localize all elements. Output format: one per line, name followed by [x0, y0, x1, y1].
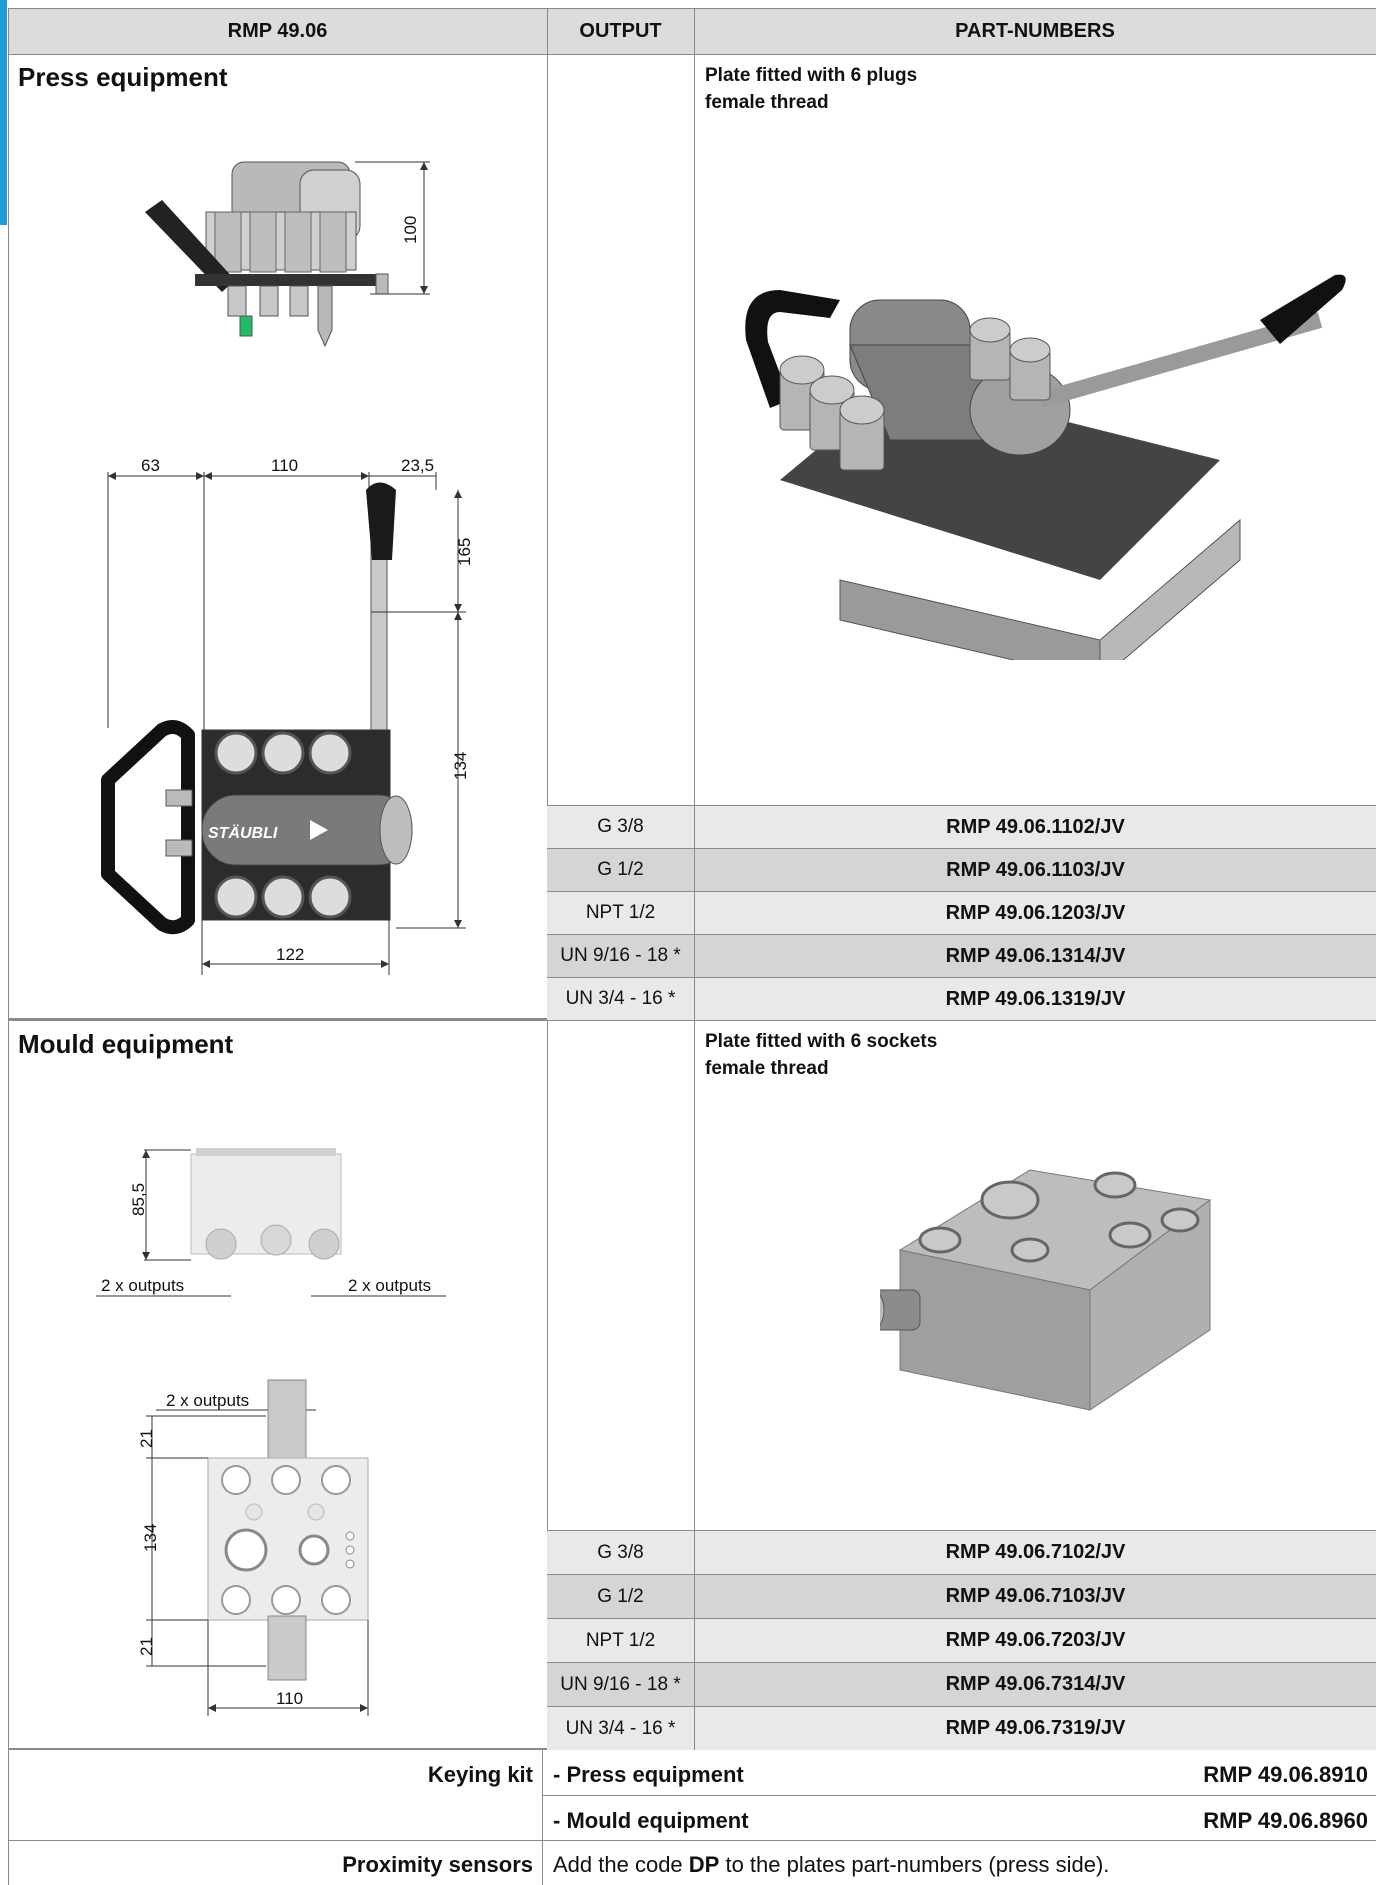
header-part-numbers: PART-NUMBERS	[694, 8, 1376, 55]
press-plate-desc-line2: female thread	[705, 92, 829, 113]
page-accent-bar	[0, 0, 7, 225]
mould-row-part-number-cell: RMP 49.06.7319/JV	[694, 1706, 1376, 1750]
press-row-output-cell: NPT 1/2	[547, 891, 694, 934]
press-dim-a: 63	[141, 456, 160, 475]
press-dim-b: 110	[271, 456, 298, 475]
proximity-sensors-label: Proximity sensors	[342, 1852, 533, 1877]
mould-plate-desc-line2: female thread	[705, 1058, 829, 1079]
mould-dim-width: 110	[276, 1689, 303, 1708]
mould-label-right-outputs: 2 x outputs	[348, 1276, 431, 1295]
keying-kit-label: Keying kit	[427, 1762, 533, 1787]
press-section-title: Press equipment	[18, 62, 228, 92]
press-row-part-number-cell: RMP 49.06.1314/JV	[694, 934, 1376, 977]
keying-mould-part: RMP 49.06.8960	[1203, 1808, 1368, 1833]
press-dim-body: 134	[451, 752, 470, 780]
press-brand-logo: STÄUBLI	[208, 824, 278, 842]
footer-row-line-2	[8, 1840, 1376, 1841]
press-row-part-number-cell: RMP 49.06.1103/JV	[694, 848, 1376, 891]
press-front-drawing: 63 110 23,5 STÄUBLI 165 134 122	[101, 456, 474, 975]
mould-plate-desc-line1: Plate fitted with 6 sockets	[705, 1031, 938, 1052]
press-dim-height: 100	[401, 216, 420, 244]
proximity-sensors-text: Add the code DP to the plates part-numbe…	[553, 1852, 1109, 1878]
press-row-output-cell: G 1/2	[547, 848, 694, 891]
keying-press-label: - Press equipment	[553, 1762, 744, 1787]
mould-dim-height: 85,5	[129, 1183, 148, 1216]
prox-pre: Add the code	[553, 1852, 689, 1877]
header-product: RMP 49.06	[8, 8, 547, 55]
press-dim-c: 23,5	[401, 456, 434, 475]
header-output: OUTPUT	[547, 8, 694, 55]
table-left-border	[8, 8, 9, 1885]
mould-row-output-cell: UN 3/4 - 16 *	[547, 1706, 694, 1750]
press-row-part-number-cell: RMP 49.06.1319/JV	[694, 977, 1376, 1020]
mould-section-title: Mould equipment	[18, 1029, 234, 1059]
press-row-part-number-cell: RMP 49.06.1203/JV	[694, 891, 1376, 934]
mould-row-part-number-cell: RMP 49.06.7103/JV	[694, 1574, 1376, 1618]
mould-row-output-cell: NPT 1/2	[547, 1618, 694, 1662]
mould-side-drawing: 85,5 2 x outputs 2 x outputs	[96, 1148, 446, 1297]
mould-row-output-cell: G 1/2	[547, 1574, 694, 1618]
keying-mould-label: - Mould equipment	[553, 1808, 749, 1833]
press-side-drawing: 100	[145, 161, 430, 348]
press-row-output-cell: UN 3/4 - 16 *	[547, 977, 694, 1020]
mould-row-output-cell: UN 9/16 - 18 *	[547, 1662, 694, 1706]
press-row-output-cell: UN 9/16 - 18 *	[547, 934, 694, 977]
mould-top-drawing: 2 x outputs 21 134 21 110	[137, 1379, 369, 1716]
mould-dim-c: 21	[137, 1637, 156, 1656]
mould-plate-description: Plate fitted with 6 sockets female threa…	[705, 1028, 937, 1082]
mould-dim-b: 134	[141, 1524, 160, 1552]
mould-label-top-outputs: 2 x outputs	[166, 1391, 249, 1410]
press-row-part-number-cell: RMP 49.06.1102/JV	[694, 805, 1376, 848]
press-row-output-cell: G 3/8	[547, 805, 694, 848]
mould-row-part-number-cell: RMP 49.06.7314/JV	[694, 1662, 1376, 1706]
press-dim-width: 122	[276, 945, 304, 964]
press-plate-desc-line1: Plate fitted with 6 plugs	[705, 65, 918, 86]
prox-code: DP	[688, 1852, 720, 1877]
keying-press-part: RMP 49.06.8910	[1203, 1762, 1368, 1787]
table-top-border	[8, 8, 1376, 9]
mould-row-output-cell: G 3/8	[547, 1530, 694, 1574]
mould-dim-a: 21	[137, 1429, 156, 1448]
press-plate-description: Plate fitted with 6 plugs female thread	[705, 62, 917, 116]
press-plate-render	[745, 274, 1346, 660]
mould-row-part-number-cell: RMP 49.06.7203/JV	[694, 1618, 1376, 1662]
footer-col-divider	[542, 1750, 543, 1885]
press-dim-lever: 165	[455, 538, 474, 566]
mould-row-part-number-cell: RMP 49.06.7102/JV	[694, 1530, 1376, 1574]
mould-label-left-outputs: 2 x outputs	[101, 1276, 184, 1295]
prox-post: to the plates part-numbers (press side).	[719, 1852, 1110, 1877]
footer-row-line-1	[542, 1795, 1376, 1796]
mould-plate-render	[880, 1169, 1212, 1411]
